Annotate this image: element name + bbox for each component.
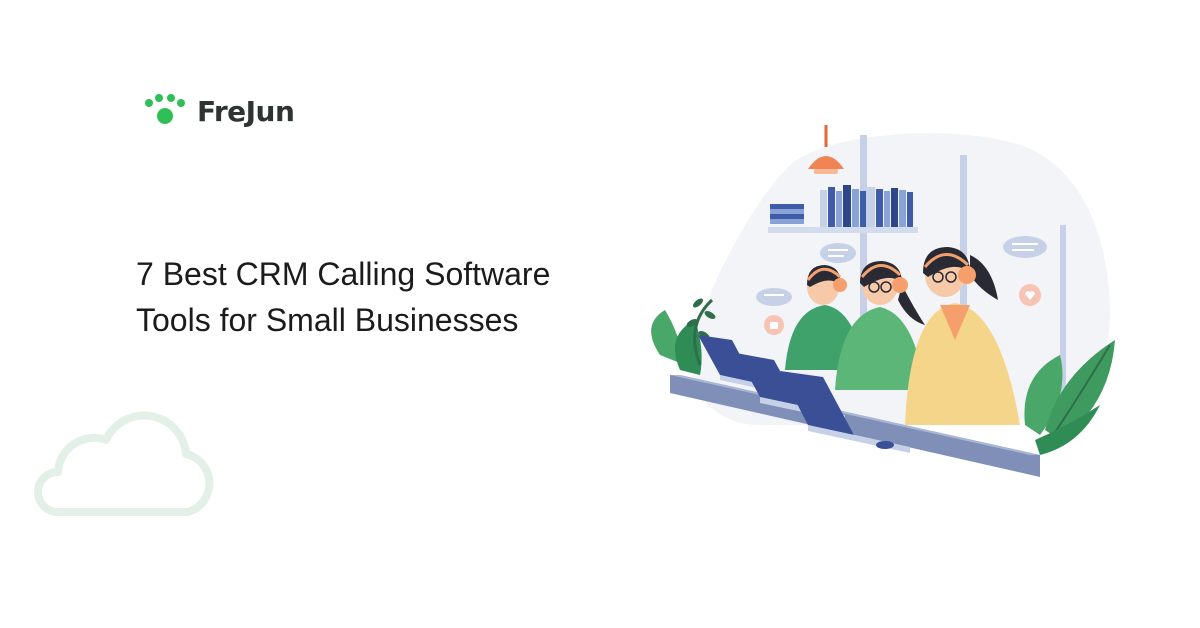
agent-3 [905, 247, 1020, 425]
books-icon [770, 185, 913, 227]
title-line-2: Tools for Small Businesses [136, 302, 519, 338]
title-line-1: 7 Best CRM Calling Software [136, 256, 551, 292]
headset-icon [833, 278, 847, 292]
page-title: 7 Best CRM Calling Software Tools for Sm… [136, 251, 636, 343]
chat-bubble-icon [756, 288, 792, 306]
call-center-agents-illustration [651, 125, 1115, 477]
window-frame [860, 135, 867, 385]
lamp-icon [808, 156, 844, 169]
headset-icon [958, 266, 976, 284]
plant-right-icon [1024, 340, 1115, 455]
shelf [768, 227, 918, 233]
plant-left-icon [651, 298, 716, 375]
cloud-icon [34, 411, 214, 516]
brand-logo: FreJun [143, 93, 295, 129]
chat-bubble-icon [820, 243, 856, 263]
window-frame [1060, 225, 1066, 405]
headset-icon [892, 277, 908, 293]
agent-2 [835, 261, 925, 390]
chat-bubble-icon [1003, 236, 1047, 258]
paw-logo-icon [145, 94, 185, 124]
mouse-icon [876, 441, 894, 449]
brand-name: FreJun [197, 94, 295, 128]
